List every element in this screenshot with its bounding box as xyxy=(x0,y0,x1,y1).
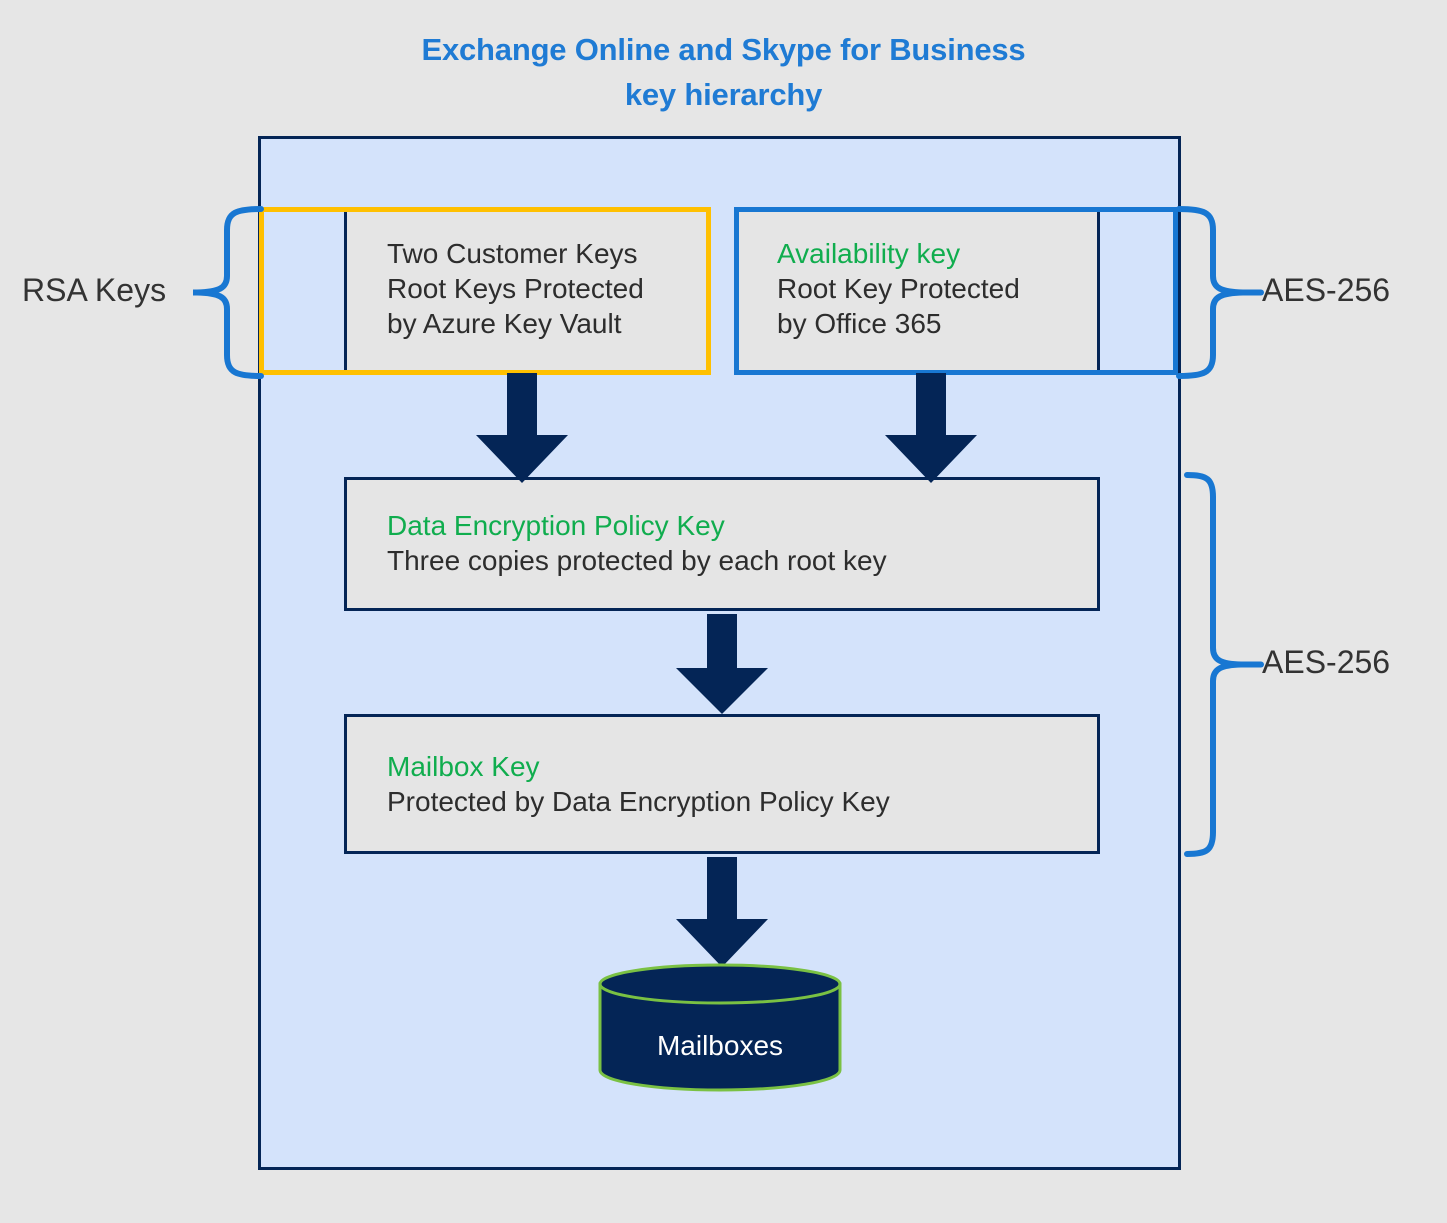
customer-keys-line-3: by Azure Key Vault xyxy=(387,308,622,339)
availability-key-line-3: by Office 365 xyxy=(777,308,942,339)
availability-key-line-2: Root Key Protected xyxy=(777,273,1020,304)
curly-brace-left-icon-rsa-keys xyxy=(193,206,264,379)
down-arrow-icon-availability-to-depk xyxy=(885,373,977,483)
availability-key-heading: Availability key xyxy=(777,238,961,269)
mailbox-key-box[interactable]: Mailbox Key Protected by Data Encryption… xyxy=(344,714,1100,854)
depk-line-2: Three copies protected by each root key xyxy=(387,545,887,576)
database-cylinder-icon-mailboxes[interactable] xyxy=(597,962,843,1092)
curly-brace-right-icon-aes-top xyxy=(1176,206,1264,379)
data-encryption-policy-key-box[interactable]: Data Encryption Policy Key Three copies … xyxy=(344,477,1100,611)
customer-keys-line-2: Root Keys Protected xyxy=(387,273,644,304)
page-title-line-1: Exchange Online and Skype for Business xyxy=(421,32,1026,67)
page-title: Exchange Online and Skype for Business k… xyxy=(0,28,1447,118)
customer-keys-heading: Two Customer Keys xyxy=(387,236,708,271)
down-arrow-icon-depk-to-mailbox-key xyxy=(676,614,768,714)
depk-heading: Data Encryption Policy Key xyxy=(387,510,725,541)
page-title-line-2: key hierarchy xyxy=(624,76,823,112)
rsa-keys-label: RSA Keys xyxy=(22,272,167,308)
curly-brace-right-icon-aes-middle xyxy=(1184,472,1264,857)
customer-keys-heading-prefix: Two xyxy=(387,238,447,269)
mailbox-key-heading: Mailbox Key xyxy=(387,751,540,782)
down-arrow-icon-customer-to-depk xyxy=(476,373,568,483)
down-arrow-icon-mailbox-key-to-mailboxes xyxy=(676,857,768,967)
mailbox-key-line-2: Protected by Data Encryption Policy Key xyxy=(387,786,890,817)
availability-key-box[interactable]: Availability key Root Key Protected by O… xyxy=(737,210,1100,372)
aes-256-middle-label: AES-256 xyxy=(1262,644,1391,680)
customer-keys-box[interactable]: Two Customer Keys Root Keys Protected by… xyxy=(344,210,708,372)
aes-256-top-label: AES-256 xyxy=(1262,272,1391,308)
customer-keys-heading-accent: Customer Keys xyxy=(446,238,638,269)
